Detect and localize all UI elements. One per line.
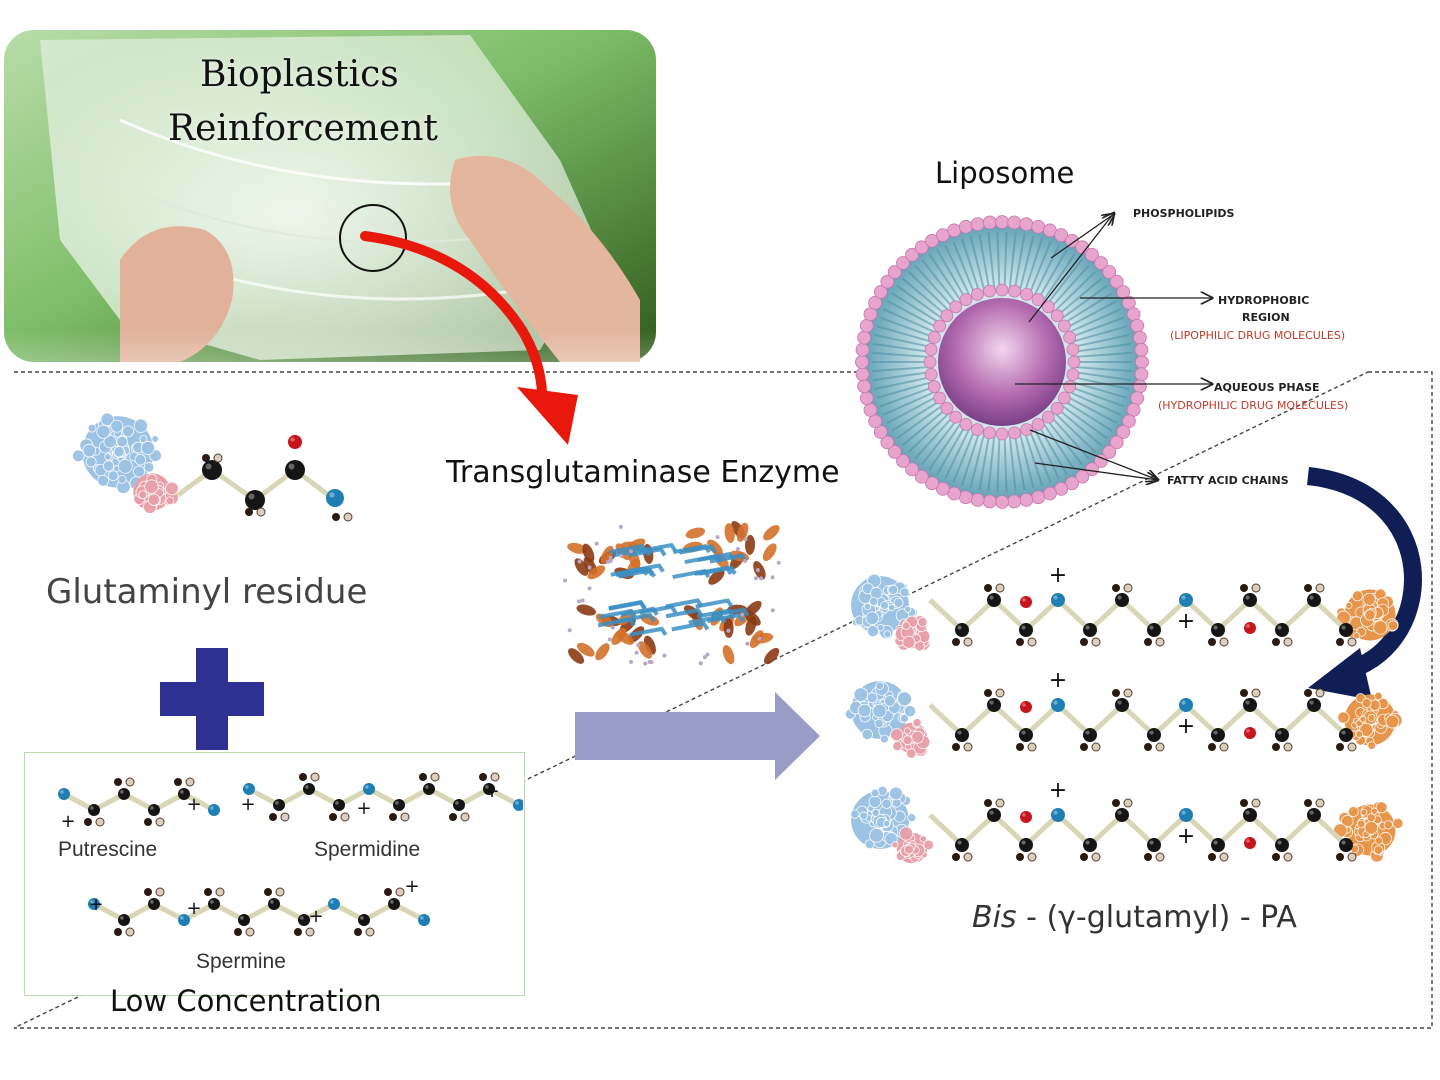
focus-circle xyxy=(339,204,407,272)
liposome-title: Liposome xyxy=(935,156,1075,190)
label-hydrophobic: HYDROPHOBIC xyxy=(1218,294,1310,307)
svg-text:+: + xyxy=(186,898,201,919)
svg-text:+: + xyxy=(240,794,255,815)
label-region: REGION xyxy=(1242,311,1290,324)
photo-title-line1: Bioplastics xyxy=(200,54,399,95)
label-lipophilic: (LIPOPHILIC DRUG MOLECULES) xyxy=(1170,329,1346,342)
svg-text:+: + xyxy=(404,876,419,897)
product-label-italic: Bis xyxy=(972,900,1017,935)
svg-text:+: + xyxy=(1049,778,1067,803)
svg-text:+: + xyxy=(1049,668,1067,693)
svg-text:+: + xyxy=(1177,609,1195,634)
liposome-callouts xyxy=(1015,213,1212,480)
svg-text:+: + xyxy=(60,811,75,832)
concentration-label: Low Concentration xyxy=(110,984,382,1018)
svg-text:+: + xyxy=(88,894,103,915)
svg-text:+: + xyxy=(1049,563,1067,588)
glutaminyl-molecule xyxy=(72,412,353,522)
svg-text:+: + xyxy=(186,794,201,815)
plus-sign xyxy=(160,648,264,750)
product-chains: + + + + + + xyxy=(844,563,1404,864)
svg-text:+: + xyxy=(1177,824,1195,849)
spermidine-label: Spermidine xyxy=(314,838,421,861)
svg-text:+: + xyxy=(308,906,323,927)
label-hydrophilic: (HYDROPHILIC DRUG MOLECULES) xyxy=(1158,399,1349,412)
transglutaminase-structure xyxy=(563,521,781,666)
polyamine-panel xyxy=(24,752,525,996)
spermine-label: Spermine xyxy=(196,950,286,973)
process-arrow xyxy=(575,692,820,780)
label-fatty-acid: FATTY ACID CHAINS xyxy=(1167,474,1289,487)
svg-text:+: + xyxy=(484,781,499,802)
putrescine-label: Putrescine xyxy=(58,838,158,861)
navy-arrow xyxy=(1306,467,1422,700)
glutaminyl-label: Glutaminyl residue xyxy=(46,572,368,612)
red-arrow xyxy=(360,231,578,445)
polyamine-panel-art: + + + + + + + + + xyxy=(58,772,523,937)
label-phospholipids: PHOSPHOLIPIDS xyxy=(1133,207,1235,220)
liposome-diagram xyxy=(855,215,1149,509)
svg-text:+: + xyxy=(1177,714,1195,739)
photo-title-line2: Reinforcement xyxy=(168,108,438,149)
enzyme-label: Transglutaminase Enzyme xyxy=(446,455,840,490)
label-aqueous: AQUEOUS PHASE xyxy=(1214,381,1320,394)
product-label: Bis - (γ-glutamyl) - PA xyxy=(972,900,1297,935)
bioplastic-photo xyxy=(4,30,656,362)
product-label-rest: - (γ-glutamyl) - PA xyxy=(1016,900,1297,935)
svg-text:+: + xyxy=(356,798,371,819)
